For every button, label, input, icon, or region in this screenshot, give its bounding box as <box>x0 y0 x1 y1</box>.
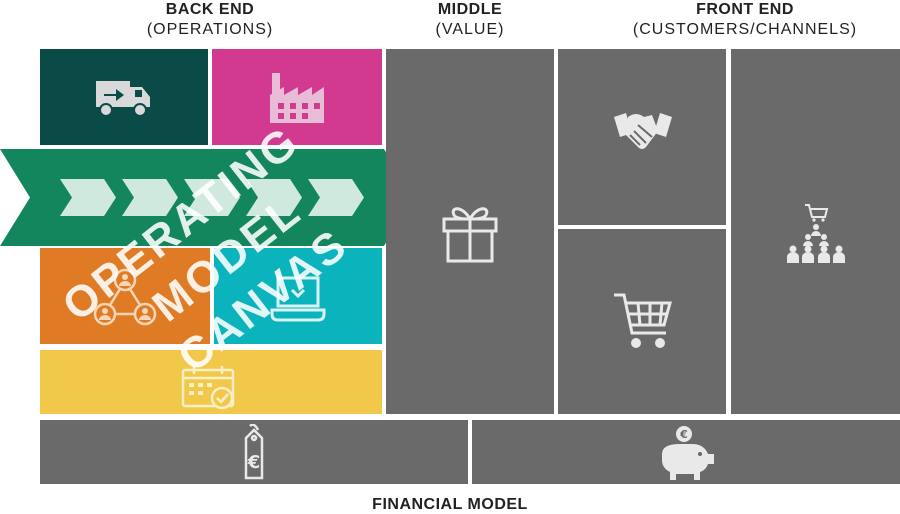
customer-segments-block <box>731 49 900 414</box>
management-block <box>40 350 382 414</box>
gift-icon <box>442 207 498 263</box>
channels-block <box>558 229 726 414</box>
front-end-subtitle: (CUSTOMERS/CHANNELS) <box>632 21 858 38</box>
back-end-title: BACK END <box>165 1 255 18</box>
value-proposition-block <box>386 49 554 414</box>
euro-price-tag-icon: € <box>244 424 264 480</box>
laptop-icon <box>270 276 326 322</box>
piggy-bank-icon: € <box>662 426 714 480</box>
revenue-block: € <box>472 420 900 484</box>
middle-header: MIDDLE (VALUE) <box>390 0 550 40</box>
organisation-block <box>40 248 210 344</box>
value-chain-arrow <box>0 149 414 246</box>
factory-icon <box>270 73 324 123</box>
chevron-arrows-icon <box>60 179 364 216</box>
relationships-block <box>558 49 726 225</box>
costs-block: € <box>40 420 468 484</box>
information-block <box>214 248 382 344</box>
svg-text:€: € <box>679 428 688 441</box>
logistics-block <box>40 49 208 145</box>
back-end-header: BACK END (OPERATIONS) <box>110 0 310 40</box>
customer-group-icon <box>787 204 845 263</box>
front-end-header: FRONT END (CUSTOMERS/CHANNELS) <box>590 0 900 40</box>
front-end-title: FRONT END <box>696 1 794 18</box>
middle-title: MIDDLE <box>437 1 503 18</box>
production-block <box>212 49 382 145</box>
svg-text:€: € <box>247 452 261 473</box>
calendar-check-icon <box>181 366 235 410</box>
financial-model-label: FINANCIAL MODEL <box>372 496 528 513</box>
handshake-icon <box>614 113 672 149</box>
back-end-subtitle: (OPERATIONS) <box>146 21 274 38</box>
shopping-cart-icon <box>614 293 672 348</box>
middle-subtitle: (VALUE) <box>435 21 505 38</box>
delivery-truck-icon <box>96 81 150 117</box>
people-network-icon <box>93 268 157 326</box>
